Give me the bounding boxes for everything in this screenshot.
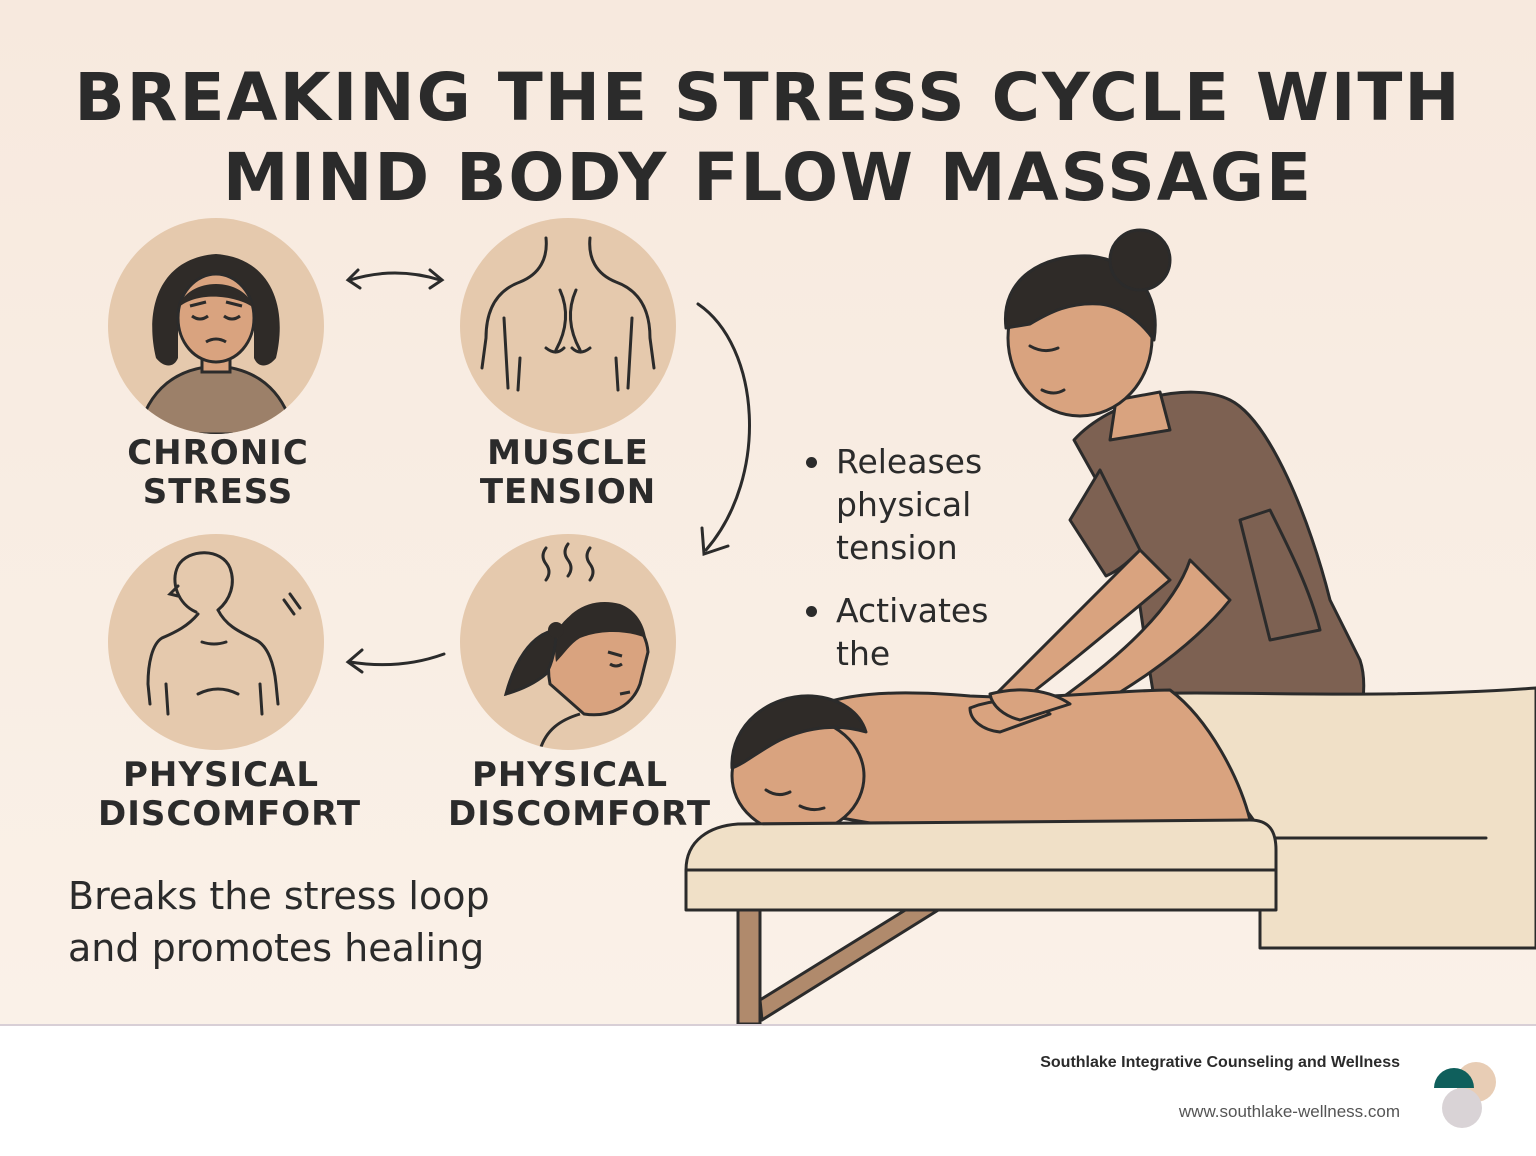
- tagline-line: and promotes healing: [68, 926, 485, 970]
- stressed-woman-icon: [108, 218, 324, 434]
- double-arrow-icon: [345, 268, 445, 290]
- tagline-line: Breaks the stress loop: [68, 874, 490, 918]
- title-line-2: MIND BODY FLOW MASSAGE: [222, 139, 1314, 216]
- label-line: MUSCLE: [487, 433, 649, 473]
- cycle-label-physical-discomfort-1: PHYSICAL DISCOMFORT: [98, 755, 362, 834]
- title-line-1: BREAKING THE STRESS CYCLE WITH: [74, 59, 1462, 136]
- label-line: TENSION: [479, 472, 657, 512]
- label-line: PHYSICAL: [122, 755, 320, 795]
- headache-woman-icon: [460, 534, 676, 750]
- poster: BREAKING THE STRESS CYCLE WITH MIND BODY…: [0, 0, 1536, 1024]
- label-line: CHRONIC: [127, 433, 309, 473]
- curved-arrow-down-icon: [696, 302, 751, 557]
- label-line: DISCOMFORT: [448, 794, 712, 834]
- tense-torso-icon: [460, 218, 676, 434]
- massage-scene-illustration: [684, 228, 1536, 1024]
- organization-logo-icon: [1434, 1062, 1496, 1128]
- label-line: DISCOMFORT: [98, 794, 362, 834]
- cycle-label-physical-discomfort-2: PHYSICAL DISCOMFORT: [448, 755, 712, 834]
- page-title: BREAKING THE STRESS CYCLE WITH MIND BODY…: [0, 58, 1536, 218]
- body-pain-icon: [108, 534, 324, 750]
- label-line: PHYSICAL: [471, 755, 669, 795]
- cycle-label-muscle-tension: MUSCLE TENSION: [448, 434, 688, 512]
- benefit-item: Releases physical tension: [806, 440, 1036, 569]
- tagline: Breaks the stress loop and promotes heal…: [68, 870, 588, 974]
- arrow-left-icon: [345, 648, 446, 674]
- benefits-list: Releases physical tension Activates the: [806, 440, 1036, 695]
- cycle-label-chronic-stress: CHRONIC STRESS: [98, 434, 338, 512]
- website-link[interactable]: www.southlake-wellness.com: [1178, 1102, 1400, 1121]
- organization-name: Southlake Integrative Counseling and Wel…: [1040, 1054, 1400, 1071]
- footer: Southlake Integrative Counseling and Wel…: [0, 1024, 1536, 1156]
- benefit-item: Activates the: [806, 589, 1036, 675]
- label-line: STRESS: [142, 472, 294, 512]
